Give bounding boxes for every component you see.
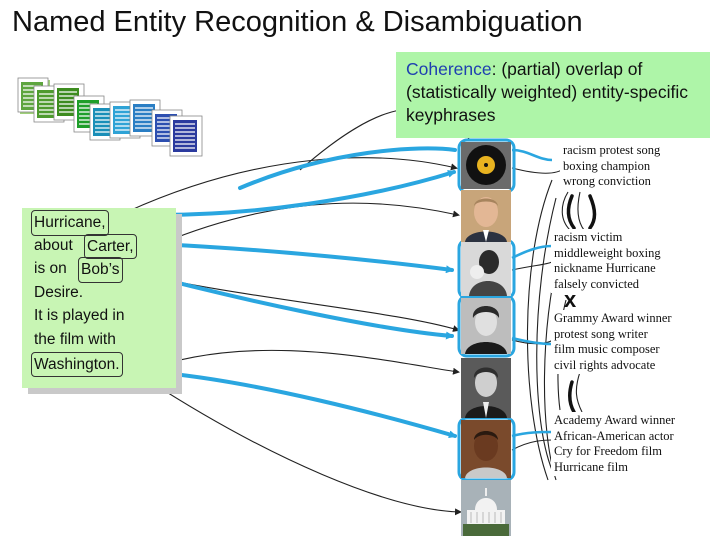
coherence-description: : (partial) overlap of (statistically we…: [406, 59, 689, 125]
keyphrase-brackets: [511, 148, 553, 438]
candidate-link: [139, 374, 462, 516]
keyphrase: civil rights advocate: [554, 357, 656, 372]
text-line-6: the film with: [34, 330, 116, 348]
keyphrase: African-American actor: [554, 428, 674, 443]
keyphrase: film music composer: [554, 342, 660, 356]
mention-carter[interactable]: Carter,: [84, 233, 137, 260]
selected-links: [118, 146, 457, 439]
coherence-link: [511, 261, 553, 271]
text-segment: about: [34, 236, 73, 254]
keyphrase: racism victim: [554, 230, 623, 244]
bracket-mark: [566, 194, 576, 230]
selected-link: [138, 369, 457, 439]
x-mark: x: [564, 287, 577, 312]
keyphrase: nickname Hurricane: [554, 261, 656, 275]
coherence-link: [577, 191, 585, 231]
coherence-link: [511, 167, 566, 174]
selected-link: [238, 146, 457, 190]
keyphrase: boxing champion: [563, 158, 651, 173]
keyphrase: wrong conviction: [563, 174, 651, 188]
mention-bob[interactable]: Bob’s: [78, 257, 123, 283]
text-segment: is on: [34, 260, 67, 278]
page-title: Named Entity Recognition & Disambiguatio…: [12, 6, 583, 38]
text-line-3: is on Bob’s: [34, 257, 176, 283]
coherence-term: Coherence: [406, 59, 492, 79]
keyphrase-bracket: [511, 244, 553, 260]
boxer-photo: [461, 242, 511, 296]
input-text-note: Hurricane, about Carter, is on Bob’s Des…: [22, 208, 176, 388]
coherence-link: [526, 179, 553, 481]
keyphrase-box-2: racism victim middleweight boxing nickna…: [551, 229, 664, 293]
mention-hurricane[interactable]: Hurricane,: [31, 210, 109, 236]
text-line-1: Hurricane,: [31, 210, 176, 236]
bracket-mark: [568, 380, 576, 414]
keyphrase: middleweight boxing: [554, 245, 661, 260]
mention-washington[interactable]: Washington.: [31, 351, 123, 378]
candidate-link: [159, 202, 460, 245]
keyphrase-box-1: racism protest song boxing champion wron…: [560, 142, 664, 191]
coherence-link: [511, 439, 554, 451]
document-stack-icon: [17, 77, 203, 157]
keyphrase: protest song writer: [554, 326, 648, 341]
text-line-7: Washington.: [31, 351, 176, 378]
keyphrase: Academy Award winner: [554, 413, 676, 427]
doc-icon-9: [169, 115, 203, 157]
keyphrase: Grammy Award winner: [554, 311, 672, 325]
coherence-link: [536, 197, 557, 471]
text-line-4: Desire.: [34, 283, 84, 301]
politician-photo: [461, 190, 511, 242]
text-line-2: about Carter,: [34, 233, 176, 260]
actor-photo: [461, 420, 511, 478]
capitol-photo: [461, 480, 511, 536]
bracket-mark: [588, 194, 597, 230]
keyphrase-box-4: Academy Award winner African-American ac…: [551, 412, 679, 476]
keyphrase-bracket: [511, 430, 553, 438]
text-line-5: It is played in: [34, 307, 125, 325]
coherence-callout: Coherence: (partial) overlap of (statist…: [396, 52, 710, 138]
selected-link: [155, 242, 454, 274]
keyphrase-box-3: Grammy Award winner protest song writer …: [551, 310, 675, 374]
coherence-link: [561, 191, 571, 231]
coherence-link: [575, 371, 583, 413]
selection-ring: [457, 294, 516, 358]
musician-photo: [461, 298, 511, 354]
bracket-marks: [566, 194, 597, 414]
candidate-link: [139, 349, 460, 375]
keyphrase-bracket: [511, 336, 553, 346]
keyphrase: Cry for Freedom film: [554, 444, 662, 458]
record-photo: [461, 142, 511, 189]
keyphrase-bracket: [511, 148, 553, 162]
keyphrase: racism protest song: [563, 143, 661, 157]
keyphrase: falsely convicted: [554, 276, 640, 291]
senator-photo: [461, 358, 511, 418]
keyphrase: Hurricane film: [554, 459, 628, 474]
